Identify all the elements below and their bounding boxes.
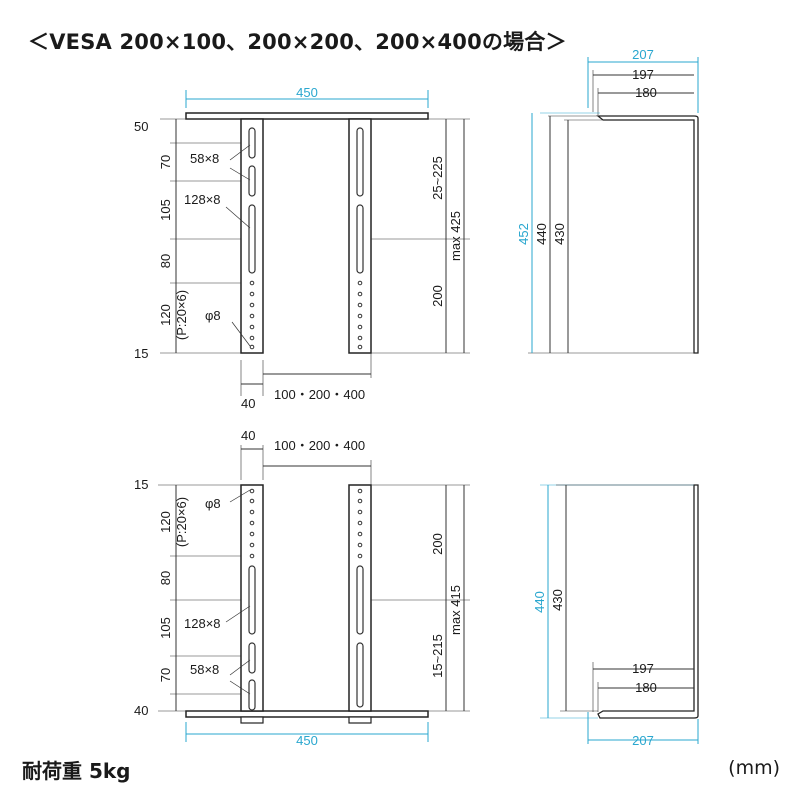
bottom-slot-b-label: 128×8 bbox=[184, 616, 221, 631]
top-c70-label: 70 bbox=[158, 155, 173, 169]
bottom-side-430-label: 430 bbox=[550, 589, 565, 611]
top-side-view bbox=[528, 57, 699, 354]
bottom-side-labels: 440 430 197 180 207 bbox=[532, 589, 657, 748]
bottom-side-440-label: 440 bbox=[532, 591, 547, 613]
bottom-side-180-label: 180 bbox=[635, 680, 657, 695]
unit-label: (mm) bbox=[728, 757, 780, 779]
bottom-side-profile bbox=[597, 484, 699, 719]
top-right-a-label: 25~225 bbox=[430, 156, 445, 200]
bottom-right-b-label: 15~215 bbox=[430, 634, 445, 678]
bottom-right-bar bbox=[348, 484, 372, 712]
top-pitch-label: (P:20×6) bbox=[174, 290, 189, 340]
top-side-440-label: 440 bbox=[534, 223, 549, 245]
bottom-side-view bbox=[540, 484, 699, 744]
bottom-top-40-label: 40 bbox=[241, 428, 255, 443]
top-front-view bbox=[160, 90, 470, 396]
slot-long-right-2 bbox=[356, 204, 364, 274]
top-side-180-label: 180 bbox=[635, 85, 657, 100]
top-front-labels: 450 50 70 105 80 120 (P:20×6) 15 58×8 12… bbox=[134, 85, 463, 411]
slot-mid-left bbox=[248, 165, 256, 197]
bottom-front-labels: 40 100・200・400 15 120 (P:20×6) 80 105 70… bbox=[134, 428, 463, 748]
bottom-pitch-label: (P:20×6) bbox=[174, 497, 189, 547]
top-side-452-label: 452 bbox=[516, 223, 531, 245]
bottom-c105-label: 105 bbox=[158, 617, 173, 639]
bottom-left-bar bbox=[240, 484, 264, 712]
top-side-207-label: 207 bbox=[632, 47, 654, 62]
holes-right bbox=[357, 280, 363, 350]
top-right-b-label: 200 bbox=[430, 285, 445, 307]
bottom-holes-right bbox=[357, 488, 363, 559]
bottom-front-view bbox=[158, 445, 470, 742]
slot-long-right bbox=[356, 127, 364, 197]
load-capacity: 耐荷重 5kg bbox=[22, 759, 131, 783]
right-bar bbox=[348, 118, 372, 354]
top-c80-label: 80 bbox=[158, 254, 173, 268]
top-c105-label: 105 bbox=[158, 199, 173, 221]
bottom-width-label: 450 bbox=[296, 733, 318, 748]
slot-short-left bbox=[248, 127, 256, 159]
bottom-c40-label: 40 bbox=[134, 703, 148, 718]
bottom-right-a-label: 200 bbox=[430, 533, 445, 555]
bottom-side-207-label: 207 bbox=[632, 733, 654, 748]
bottom-right-max-label: max 415 bbox=[448, 585, 463, 635]
page-title: ＜VESA 200×100、200×200、200×400の場合＞ bbox=[28, 30, 567, 54]
bottom-c70-label: 70 bbox=[158, 668, 173, 682]
top-c15-label: 15 bbox=[134, 346, 148, 361]
bottom-c15-label: 15 bbox=[134, 477, 148, 492]
top-slot-b-label: 128×8 bbox=[184, 192, 221, 207]
top-bottom-spacing-label: 100・200・400 bbox=[274, 387, 365, 402]
holes-left bbox=[249, 280, 255, 350]
bottom-slot-a-label: 58×8 bbox=[190, 662, 219, 677]
top-slot-a-label: 58×8 bbox=[190, 151, 219, 166]
top-c50-label: 50 bbox=[134, 119, 148, 134]
bottom-hole-label: φ8 bbox=[205, 496, 221, 511]
top-hole-label: φ8 bbox=[205, 308, 221, 323]
bottom-c80-label: 80 bbox=[158, 571, 173, 585]
top-width-label: 450 bbox=[296, 85, 318, 100]
bottom-c120-label: 120 bbox=[158, 511, 173, 533]
slot-long-left bbox=[248, 204, 256, 274]
top-bottom-40-label: 40 bbox=[241, 396, 255, 411]
top-side-430-label: 430 bbox=[552, 223, 567, 245]
top-side-profile bbox=[596, 115, 699, 354]
bottom-side-197-label: 197 bbox=[632, 661, 654, 676]
bottom-holes-left bbox=[249, 488, 255, 559]
top-c120-label: 120 bbox=[158, 304, 173, 326]
bottom-plate bbox=[185, 710, 429, 718]
bottom-top-spacing-label: 100・200・400 bbox=[274, 438, 365, 453]
top-side-197-label: 197 bbox=[632, 67, 654, 82]
top-plate bbox=[185, 112, 429, 120]
top-right-max-label: max 425 bbox=[448, 211, 463, 261]
top-side-labels: 207 197 180 452 440 430 bbox=[516, 47, 657, 245]
